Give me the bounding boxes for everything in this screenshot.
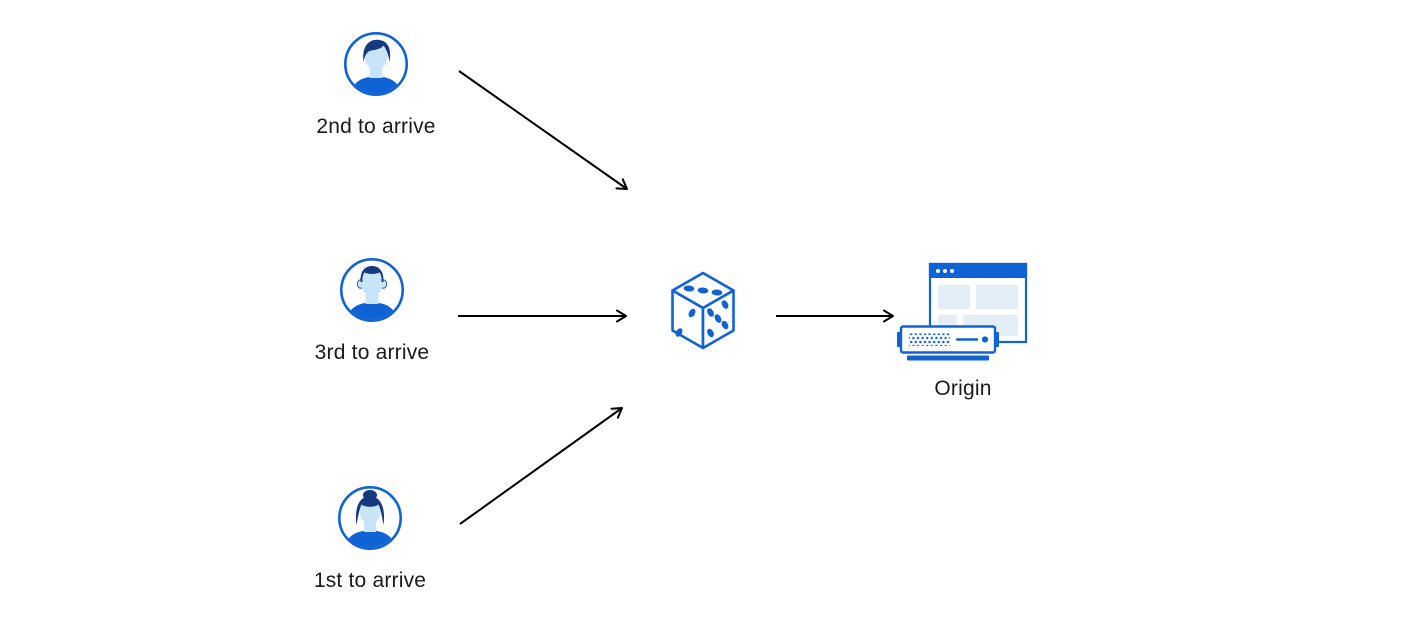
node-label-client-first: 1st to arrive xyxy=(313,569,427,592)
node-label-origin: Origin xyxy=(934,377,992,400)
server xyxy=(897,325,999,361)
male-avatar-swoop-hair-icon xyxy=(343,31,409,97)
window-dot-icon xyxy=(950,269,954,273)
browser-titlebar xyxy=(928,262,1028,278)
window-dot-icon xyxy=(936,269,940,273)
arrow-first-to-dice xyxy=(459,407,623,525)
arrow-second-to-dice xyxy=(458,70,628,190)
node-randomizer xyxy=(669,270,737,352)
node-label-client-third: 3rd to arrive xyxy=(314,341,430,364)
node-client-first: 1st to arrive xyxy=(296,485,444,593)
node-origin: Origin xyxy=(896,260,1030,401)
node-label-client-second: 2nd to arrive xyxy=(316,115,436,138)
window-dot-icon xyxy=(943,269,947,273)
browser-window-with-server-icon xyxy=(897,262,1028,361)
node-client-third: 3rd to arrive xyxy=(298,257,446,365)
node-client-second: 2nd to arrive xyxy=(302,31,450,139)
male-avatar-flattop-hair-icon xyxy=(339,257,405,323)
female-avatar-bun-hair-icon xyxy=(337,485,403,551)
dice-icon xyxy=(671,271,735,350)
